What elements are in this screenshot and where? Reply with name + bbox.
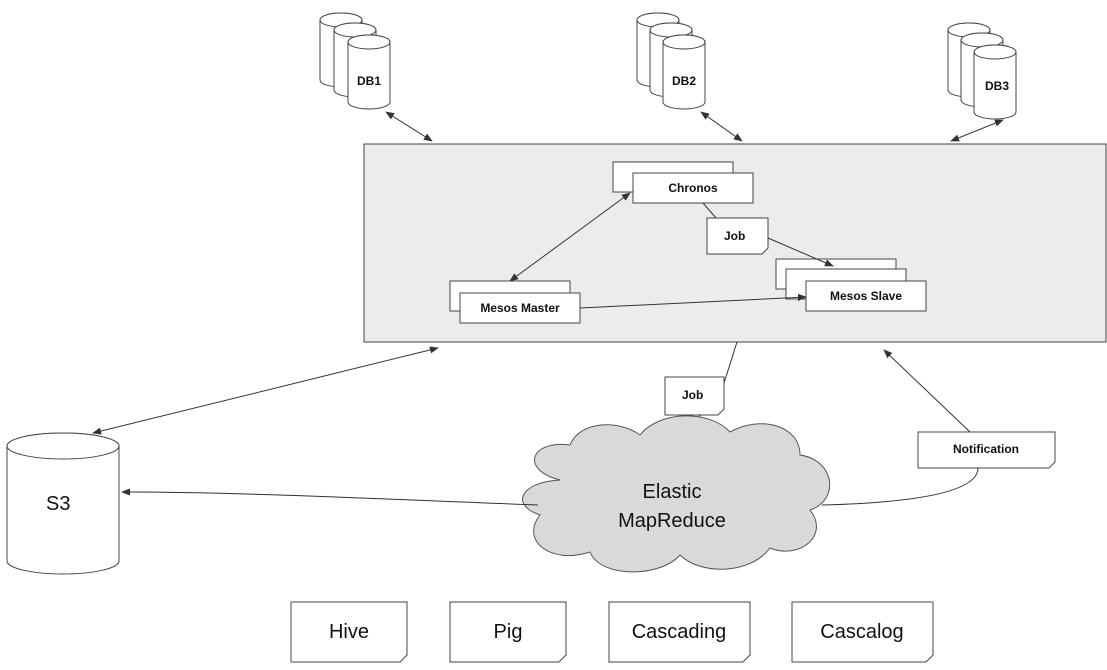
db1-stack [319, 12, 391, 110]
chronos-master-arrow [509, 192, 631, 282]
db1-label: DB1 [357, 74, 381, 88]
mesos-slave-label: Mesos Slave [830, 289, 902, 303]
db3-arrow [950, 119, 1004, 142]
chronos-label: Chronos [668, 181, 718, 195]
db2-arrow [700, 111, 743, 142]
mesos-master-box [459, 292, 581, 324]
tool-cascalog-label: Cascalog [820, 621, 903, 643]
notification-label: Notification [953, 442, 1019, 456]
db1-arrow [385, 111, 433, 142]
tool-pig-note [449, 601, 567, 663]
emr-label-line1: Elastic [643, 481, 702, 503]
db3-stack [947, 22, 1017, 120]
tool-hive-note [290, 601, 408, 663]
db2-stack [636, 12, 706, 110]
tool-pig-label: Pig [494, 621, 523, 643]
cluster-job-line [723, 341, 738, 384]
mesos-slave-box [805, 280, 927, 312]
db3-label: DB3 [985, 79, 1009, 93]
notification-note [917, 431, 1056, 469]
emr-notification-line [821, 467, 979, 506]
job-slave-arrow [767, 237, 834, 267]
emr-s3-arrow [121, 488, 539, 506]
emr-cloud [522, 415, 831, 573]
db2-label: DB2 [672, 74, 696, 88]
outer-job-label: Job [682, 388, 703, 402]
s3-cluster-arrow [92, 346, 439, 435]
notification-cluster-arrow [883, 349, 971, 433]
tool-cascading-label: Cascading [632, 621, 727, 643]
tool-hive-label: Hive [329, 621, 369, 643]
inner-job-label: Job [724, 229, 745, 243]
inner-job-note [706, 217, 769, 255]
tool-cascalog-note [791, 601, 934, 663]
master-slave-arrow [579, 293, 807, 309]
outer-job-note [664, 376, 725, 416]
mesos-master-label: Mesos Master [480, 301, 560, 315]
s3-cylinder [6, 432, 120, 575]
tool-cascading-note [608, 601, 751, 663]
chronos-job-line [702, 202, 717, 219]
chronos-box [632, 172, 754, 204]
emr-label-line2: MapReduce [618, 510, 726, 532]
s3-label: S3 [46, 493, 70, 515]
